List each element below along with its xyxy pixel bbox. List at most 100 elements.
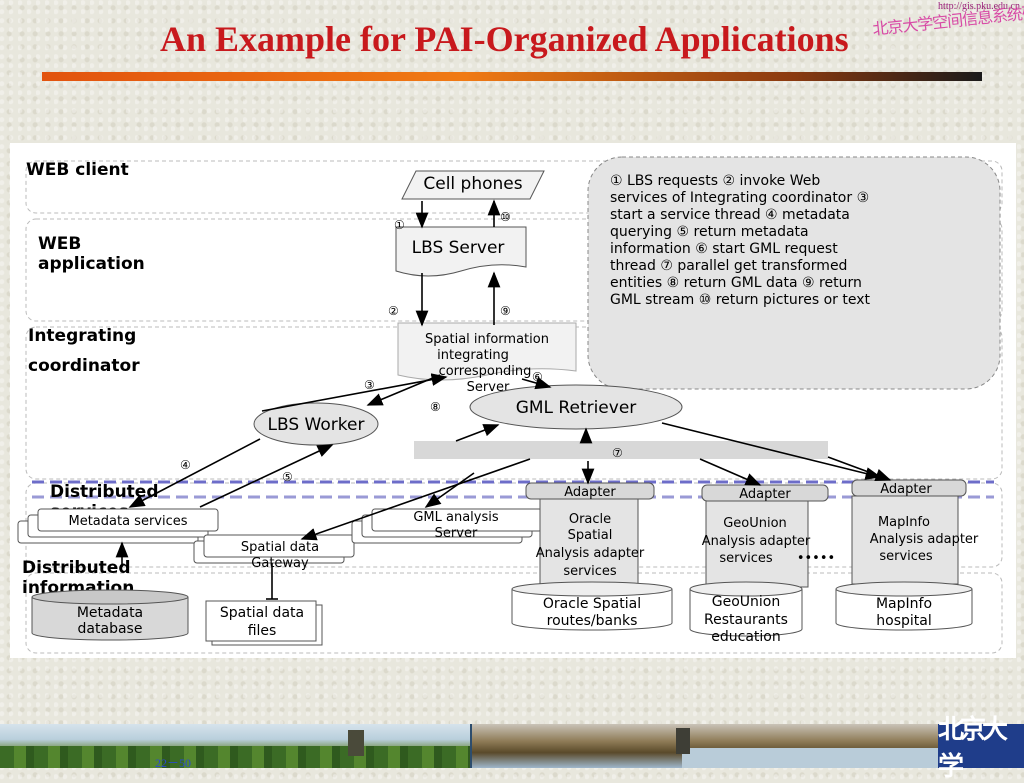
label-distributed-services-1: Distributed — [50, 482, 159, 502]
label-gml-analysis: GML analysis — [413, 510, 499, 525]
label-lbs-worker: LBS Worker — [268, 415, 365, 435]
photo-lake — [682, 748, 938, 768]
label-spatial-server: Spatial information — [425, 332, 549, 347]
label-spatial-server: corresponding — [439, 364, 532, 379]
label-oracle-service: Oracle — [569, 512, 611, 527]
legend-text: ① LBS requests ② invoke Web services of … — [610, 173, 871, 308]
db-oracle — [511, 581, 673, 631]
label-spatial-files: Spatial data — [220, 605, 304, 621]
legend-line: start a service thread ④ metadata — [610, 207, 850, 223]
legend-line: entities ⑧ return GML data ⑨ return — [610, 275, 862, 291]
adapter-oracle — [525, 482, 655, 592]
slide-title: An Example for PAI-Organized Application… — [160, 19, 849, 59]
label-metadata-services: Metadata services — [68, 514, 187, 529]
label-geounion-db: Restaurants — [704, 612, 788, 628]
label-coordinator-1: Integrating — [28, 326, 136, 346]
label-oracle-db: routes/banks — [547, 613, 638, 629]
legend-line: ① LBS requests ② invoke Web — [610, 173, 820, 189]
step-label: ⑦ — [612, 446, 623, 460]
node-metadata-services — [17, 508, 219, 544]
step-label: ② — [388, 304, 399, 318]
label-cell-phones: Cell phones — [423, 174, 522, 194]
node-spatial-data-gateway — [193, 534, 355, 564]
label-web-application-1: WEB — [38, 234, 81, 254]
label-gml-retriever: GML Retriever — [516, 398, 637, 418]
step-label: ⑨ — [500, 304, 511, 318]
db-mapinfo — [835, 581, 973, 631]
node-lbs-worker — [253, 402, 379, 446]
label-ellipsis: ••••• — [797, 551, 835, 566]
label-oracle-service: Spatial — [568, 528, 613, 543]
legend-line: thread ⑦ parallel get transformed — [610, 258, 847, 274]
label-distributed-information-1: Distributed — [22, 558, 131, 578]
photo-tower — [348, 730, 364, 756]
photo-trees — [0, 746, 470, 768]
label-lbs-server: LBS Server — [412, 238, 505, 258]
legend-line: querying ⑤ return metadata — [610, 224, 809, 240]
coordinator-bus — [414, 441, 828, 459]
label-mapinfo-db: hospital — [876, 613, 931, 629]
step-label: ⑥ — [532, 370, 543, 384]
legend-line: GML stream ⑩ return pictures or text — [610, 292, 871, 308]
footer-photo-right — [472, 724, 938, 768]
label-metadata-db: database — [78, 621, 143, 637]
node-gml-analysis-server — [351, 508, 543, 544]
architecture-diagram: WEB client WEB application Integrating c… — [10, 143, 1016, 658]
label-spatial-server: integrating — [437, 348, 509, 363]
label-oracle-service: services — [563, 564, 617, 579]
step-label: ③ — [364, 378, 375, 392]
label-spatial-gateway: Spatial data — [241, 540, 319, 555]
label-mapinfo-service: services — [879, 549, 933, 564]
adapter-geounion — [701, 484, 829, 588]
step-label: ⑤ — [282, 470, 293, 484]
photo-tower — [676, 728, 690, 754]
title-rule — [42, 72, 982, 81]
label-coordinator-2: coordinator — [28, 356, 140, 376]
step-label: ① — [394, 218, 405, 232]
label-web-application-2: application — [38, 254, 145, 274]
label-adapter: Adapter — [564, 485, 616, 500]
node-spatial-integrating-server — [397, 322, 577, 381]
band-web-application — [25, 218, 1003, 322]
node-cell-phones — [401, 170, 545, 200]
label-oracle-service: Analysis adapter — [536, 546, 645, 561]
db-geounion — [689, 581, 803, 637]
label-oracle-db: Oracle Spatial — [543, 596, 641, 612]
label-adapter: Adapter — [880, 482, 932, 497]
diagram-svg: WEB client WEB application Integrating c… — [17, 156, 1003, 654]
db-metadata — [31, 589, 189, 641]
label-mapinfo-service: Analysis adapter — [870, 532, 979, 547]
band-web-client — [25, 160, 1003, 214]
label-web-client: WEB client — [26, 160, 129, 180]
label-spatial-files: files — [248, 623, 277, 639]
legend-line: information ⑥ start GML request — [610, 241, 838, 257]
site-url[interactable]: http://gis.pku.edu.cn — [938, 1, 1020, 12]
label-mapinfo-service: MapInfo — [878, 515, 930, 530]
band-distributed-information — [25, 572, 1003, 654]
label-geounion-service: services — [719, 551, 773, 566]
layer-bands — [25, 160, 1003, 654]
flow-arrows — [115, 199, 892, 567]
label-geounion-db: education — [711, 629, 780, 645]
legend-line: services of Integrating coordinator ③ — [610, 190, 869, 206]
label-metadata-db: Metadata — [77, 605, 143, 621]
node-gml-retriever — [469, 384, 683, 430]
label-spatial-server: Server — [467, 380, 510, 395]
db-spatial-files — [205, 600, 323, 646]
label-mapinfo-db: MapInfo — [876, 596, 932, 612]
label-gml-analysis: Server — [435, 526, 478, 541]
label-spatial-gateway: Gateway — [251, 556, 309, 571]
page-number: 22－50 — [155, 756, 192, 770]
step-label: ⑧ — [430, 400, 441, 414]
university-logo: 北京大学 — [938, 715, 1024, 782]
adapter-mapinfo — [851, 479, 967, 585]
footer-photo-left — [0, 724, 470, 768]
label-geounion-service: Analysis adapter — [702, 534, 811, 549]
label-adapter: Adapter — [739, 487, 791, 502]
step-label: ④ — [180, 458, 191, 472]
node-lbs-server — [395, 226, 527, 277]
legend-box — [587, 156, 1001, 390]
gateway-links — [266, 563, 278, 600]
step-label: ⑩ — [500, 210, 511, 224]
label-geounion-service: GeoUnion — [723, 516, 787, 531]
